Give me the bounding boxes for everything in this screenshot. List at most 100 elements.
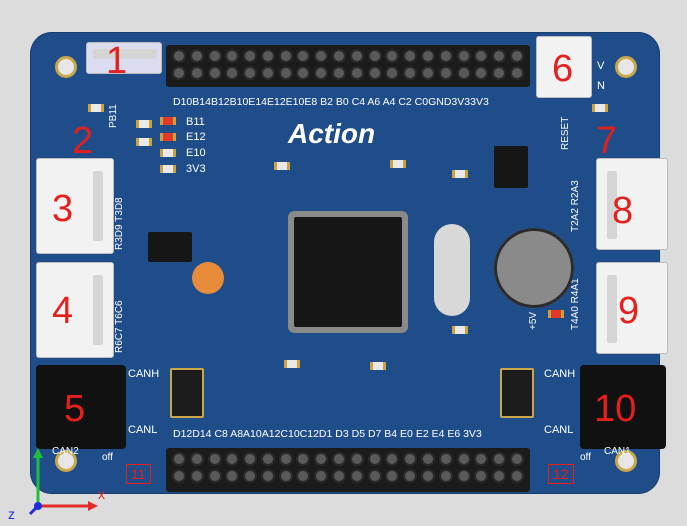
header-pin[interactable] [456,452,471,466]
header-pin[interactable] [474,469,489,483]
header-pin[interactable] [492,49,507,63]
header-pin[interactable] [332,66,347,80]
can2-connector[interactable] [36,365,126,449]
header-pin[interactable] [420,469,435,483]
header-pin[interactable] [456,66,471,80]
smd-capacitor [452,326,468,334]
header-pin[interactable] [278,49,293,63]
header-pin[interactable] [420,49,435,63]
header-pin[interactable] [260,452,275,466]
header-pin[interactable] [509,66,524,80]
header-pin[interactable] [420,452,435,466]
header-pin[interactable] [332,469,347,483]
header-pin[interactable] [243,469,258,483]
header-pin[interactable] [172,469,186,483]
header-pin[interactable] [438,49,453,63]
header-pin[interactable] [492,469,507,483]
header-pin[interactable] [403,469,418,483]
inductor-right [500,368,534,418]
header-pin[interactable] [385,49,400,63]
led-label-b11: B11 [186,116,205,128]
header-pin[interactable] [349,469,364,483]
header-pin[interactable] [278,452,293,466]
header-pin[interactable] [260,66,275,80]
header-pin[interactable] [314,469,329,483]
header-pin[interactable] [243,66,258,80]
header-pin[interactable] [367,452,382,466]
connector-3[interactable] [36,158,114,254]
header-pin[interactable] [225,452,240,466]
header-pin[interactable] [189,452,204,466]
header-pin[interactable] [509,49,524,63]
header-pin[interactable] [509,452,524,466]
header-pin[interactable] [314,452,329,466]
header-pin[interactable] [172,49,186,63]
header-pin[interactable] [296,49,311,63]
header-pin[interactable] [278,469,293,483]
connector-9[interactable] [596,262,668,354]
header-pin[interactable] [207,469,222,483]
header-pin[interactable] [349,49,364,63]
header-pin[interactable] [296,66,311,80]
header-pin[interactable] [332,49,347,63]
header-pin[interactable] [207,452,222,466]
header-pin[interactable] [207,66,222,80]
regulator-ic [494,146,528,188]
header-pin[interactable] [438,469,453,483]
header-pin[interactable] [456,469,471,483]
header-pin[interactable] [438,66,453,80]
header-pin[interactable] [438,452,453,466]
marker-8: 8 [612,190,634,232]
header-pin[interactable] [189,469,204,483]
header-pin[interactable] [189,66,204,80]
header-pin[interactable] [172,452,186,466]
header-pin[interactable] [225,49,240,63]
header-pin[interactable] [474,66,489,80]
header-pin[interactable] [172,66,186,80]
header-pin[interactable] [385,469,400,483]
smd-capacitor [452,170,468,178]
can1-connector[interactable] [580,365,666,449]
header-pin[interactable] [243,452,258,466]
header-pin[interactable] [492,452,507,466]
header-pin[interactable] [474,49,489,63]
header-pin[interactable] [332,452,347,466]
mount-hole-bottom-right [615,450,637,472]
header-pin[interactable] [260,469,275,483]
header-pin[interactable] [349,66,364,80]
header-pin[interactable] [296,469,311,483]
header-pin[interactable] [385,66,400,80]
header-pin[interactable] [403,49,418,63]
smd-resistor [160,133,176,141]
header-pin[interactable] [509,469,524,483]
header-pin[interactable] [189,49,204,63]
header-pin[interactable] [296,452,311,466]
header-pin[interactable] [349,452,364,466]
header-pin[interactable] [456,49,471,63]
can2-canh-label: CANH [128,368,160,380]
header-pin[interactable] [278,66,293,80]
bottom-pin-labels: D12D14 C8 A8A10A12C10C12D1 D3 D5 D7 B4 E… [173,428,482,440]
axis-gizmo [28,448,98,516]
header-pin[interactable] [403,66,418,80]
header-pin[interactable] [474,452,489,466]
connector-6[interactable] [536,36,592,98]
header-pin[interactable] [367,469,382,483]
header-pin[interactable] [260,49,275,63]
connector-8[interactable] [596,158,668,250]
header-pin[interactable] [492,66,507,80]
header-pin[interactable] [367,49,382,63]
off-left-label: off [102,452,113,463]
header-pin[interactable] [403,452,418,466]
header-pin[interactable] [385,452,400,466]
header-pin[interactable] [420,66,435,80]
header-pin[interactable] [367,66,382,80]
header-pin[interactable] [314,49,329,63]
header-pin[interactable] [207,49,222,63]
connector-1[interactable] [86,42,162,74]
header-pin[interactable] [314,66,329,80]
header-pin[interactable] [225,66,240,80]
connector-4[interactable] [36,262,114,358]
header-pin[interactable] [225,469,240,483]
header-pin[interactable] [243,49,258,63]
